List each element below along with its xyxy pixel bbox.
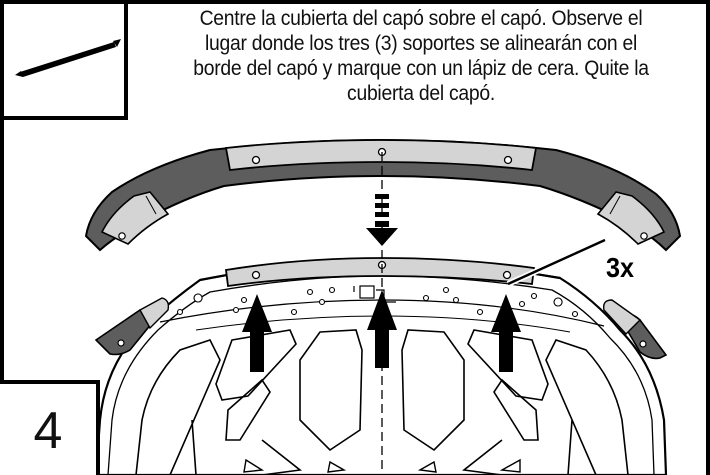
instruction-line: cubierta del capó.: [347, 81, 495, 105]
instruction-line: borde del capó y marque con un lápiz de …: [193, 56, 649, 80]
up-arrow-icon: [242, 290, 521, 372]
quantity-label: 3x: [606, 252, 635, 283]
instruction-line: Centre la cubierta del capó sobre el cap…: [199, 6, 643, 30]
hood-illustration: [94, 257, 668, 475]
step-box: [0, 380, 100, 475]
step-number: 4: [33, 401, 63, 460]
instruction-text: Centre la cubierta del capó sobre el cap…: [165, 6, 678, 106]
callout-leader: [506, 237, 607, 287]
wax-pencil-icon: [15, 39, 121, 77]
hood-cover-illustration: [84, 138, 682, 252]
tool-icon: [15, 39, 121, 77]
instruction-line: lugar donde los tres (3) soportes se ali…: [204, 31, 638, 55]
dashed-down-arrow-icon: [366, 194, 398, 246]
